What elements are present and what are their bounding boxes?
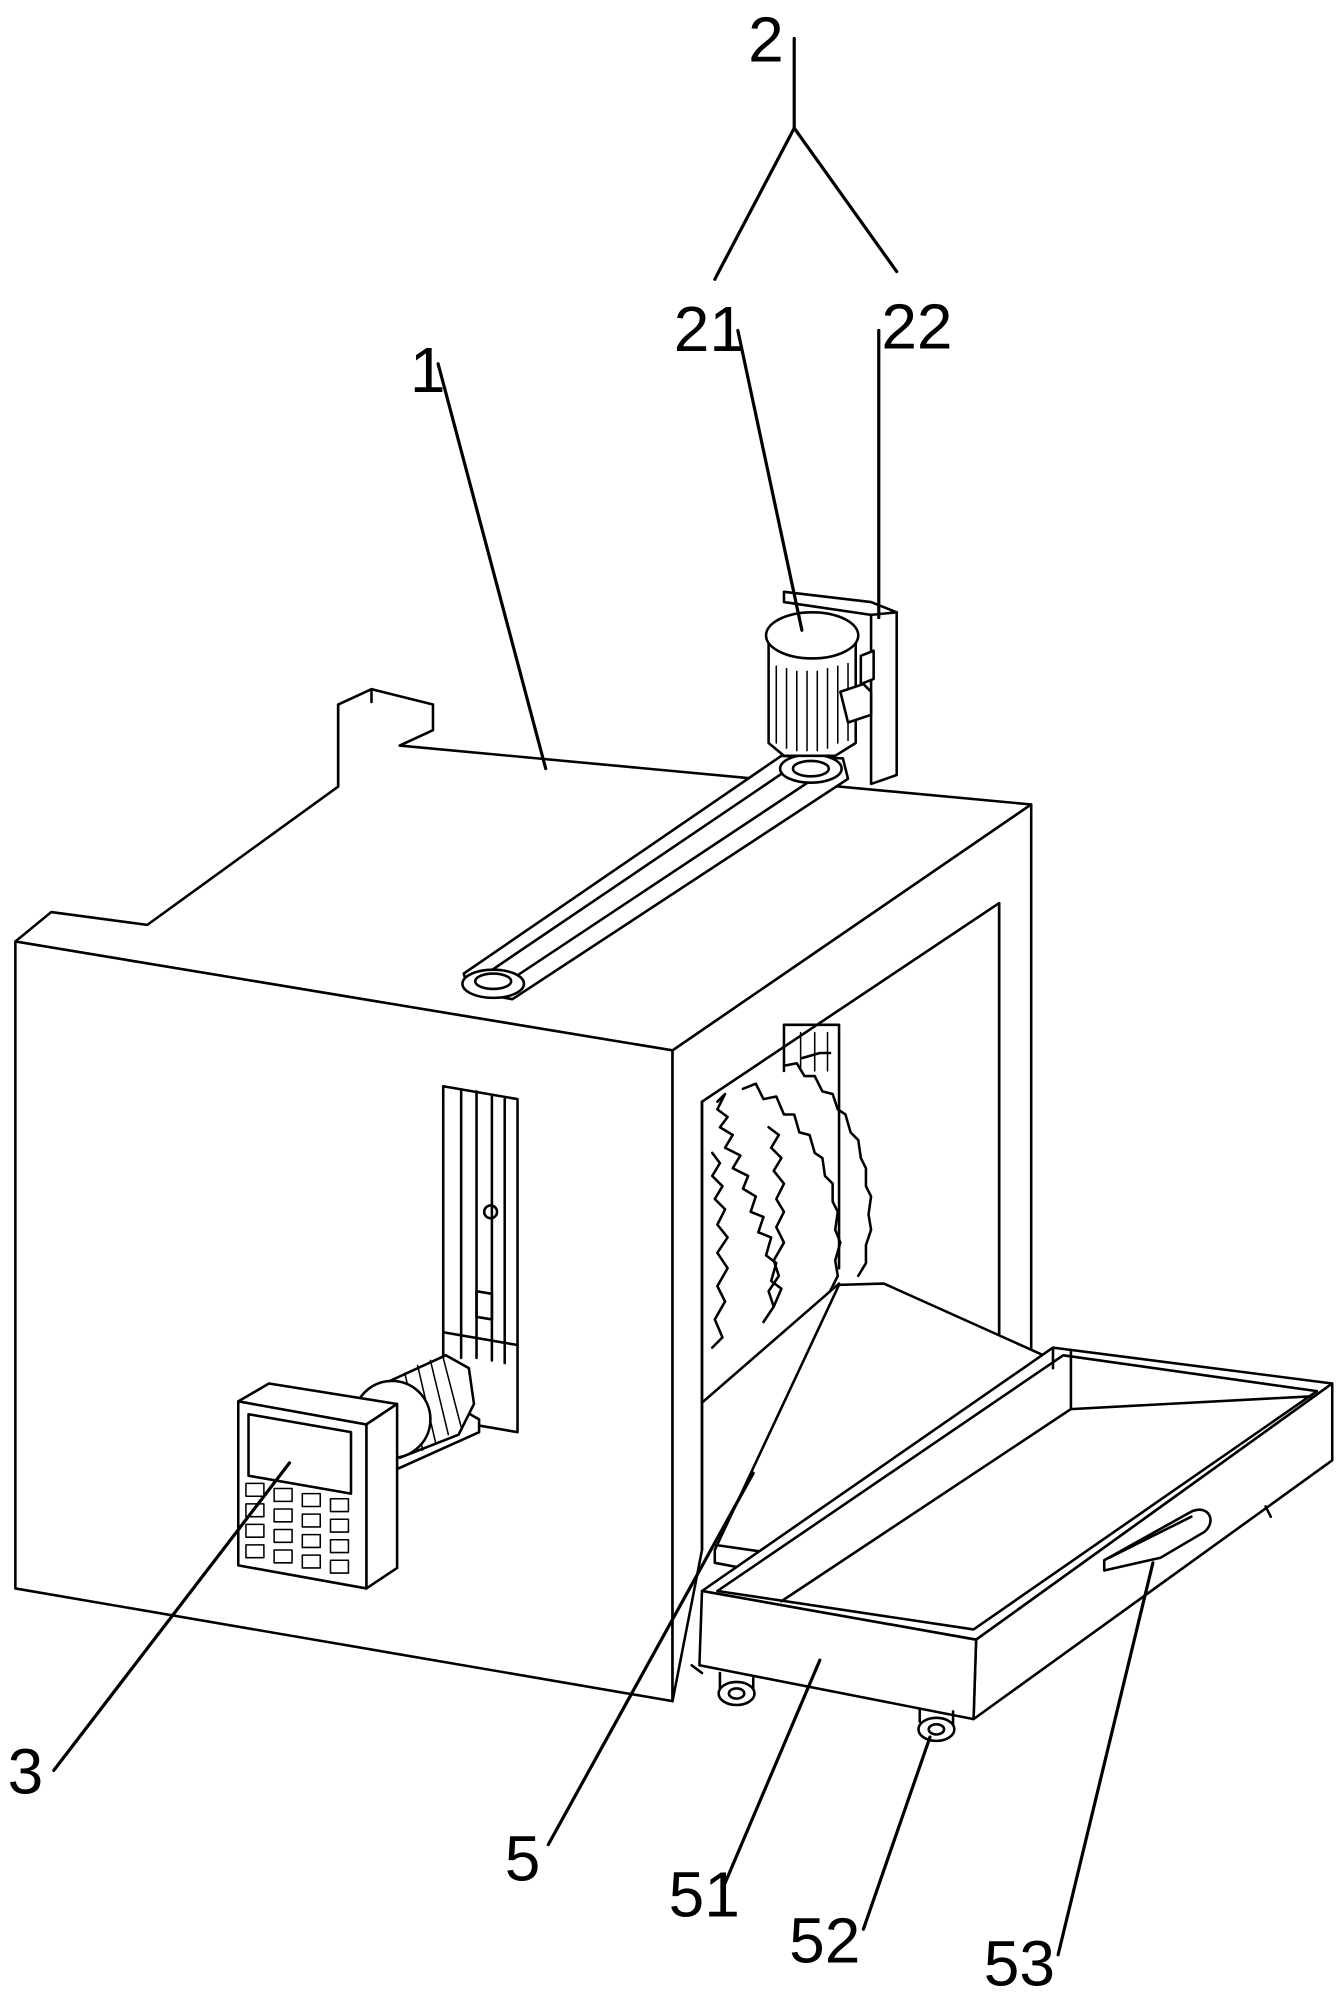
label-21: 21 [674, 293, 745, 365]
label-51: 51 [669, 1858, 740, 1930]
label-5: 5 [505, 1823, 541, 1895]
control-panel [236, 1382, 399, 1590]
lifting-rail [441, 1085, 519, 1434]
top-motor [764, 590, 898, 786]
label-3: 3 [8, 1735, 44, 1807]
label-2: 2 [748, 3, 784, 75]
label-53: 53 [984, 1928, 1055, 1999]
label-52: 52 [789, 1904, 860, 1976]
drawer-wheels [690, 1505, 1273, 1743]
drawer-handle [1102, 1508, 1212, 1572]
reference-numerals: 2 21 22 1 3 5 51 52 53 [8, 3, 1055, 1999]
leader-lines [52, 36, 1155, 1957]
label-1: 1 [410, 334, 446, 406]
belt-drive [461, 753, 850, 1001]
label-22: 22 [881, 290, 952, 362]
cutting-rollers [710, 1023, 873, 1349]
